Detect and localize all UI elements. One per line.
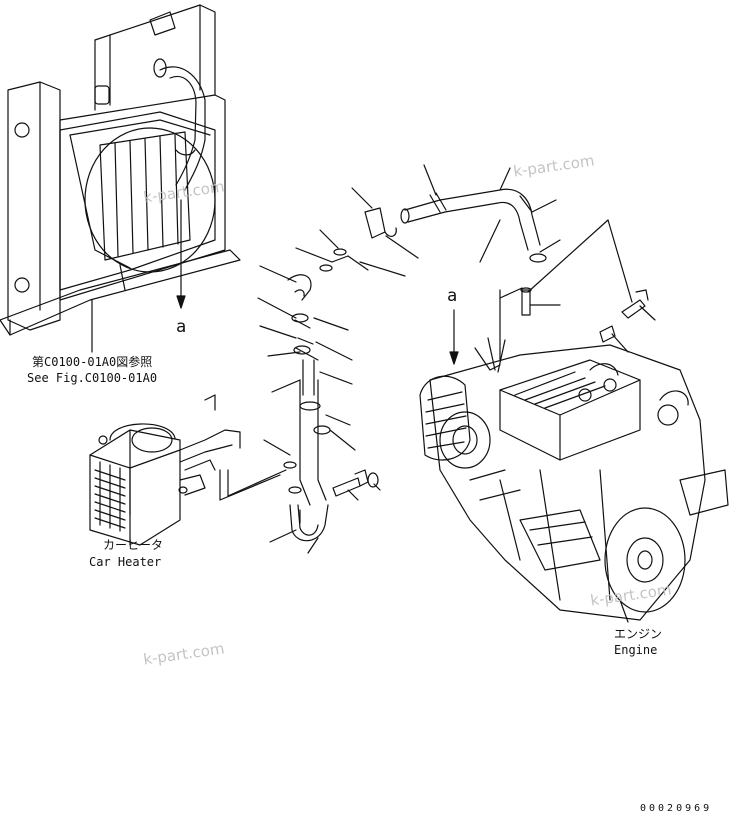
view-a-arrow-left [176, 199, 186, 309]
car-heater-label-en: Car Heater [89, 555, 162, 569]
upper-return-hose [400, 164, 656, 353]
view-marker-left: a [176, 317, 187, 337]
view-a-arrow-right [449, 309, 459, 365]
engine-label-jp: エンジン [614, 627, 663, 641]
radiator-assembly [0, 4, 241, 336]
engine-label-en: Engine [614, 643, 658, 657]
car-heater-label-jp: カーヒータ [103, 538, 164, 552]
car-heater [89, 394, 302, 546]
drawing-code: 00020969 [640, 803, 713, 814]
radiator-reference-en: See Fig.C0100-01A0 [27, 371, 158, 385]
engine-assembly [419, 289, 729, 623]
radiator-reference-jp: 第C0100-01A0図参照 [32, 355, 153, 369]
view-marker-right: a [447, 286, 458, 306]
heater-hose-routing [257, 187, 419, 554]
